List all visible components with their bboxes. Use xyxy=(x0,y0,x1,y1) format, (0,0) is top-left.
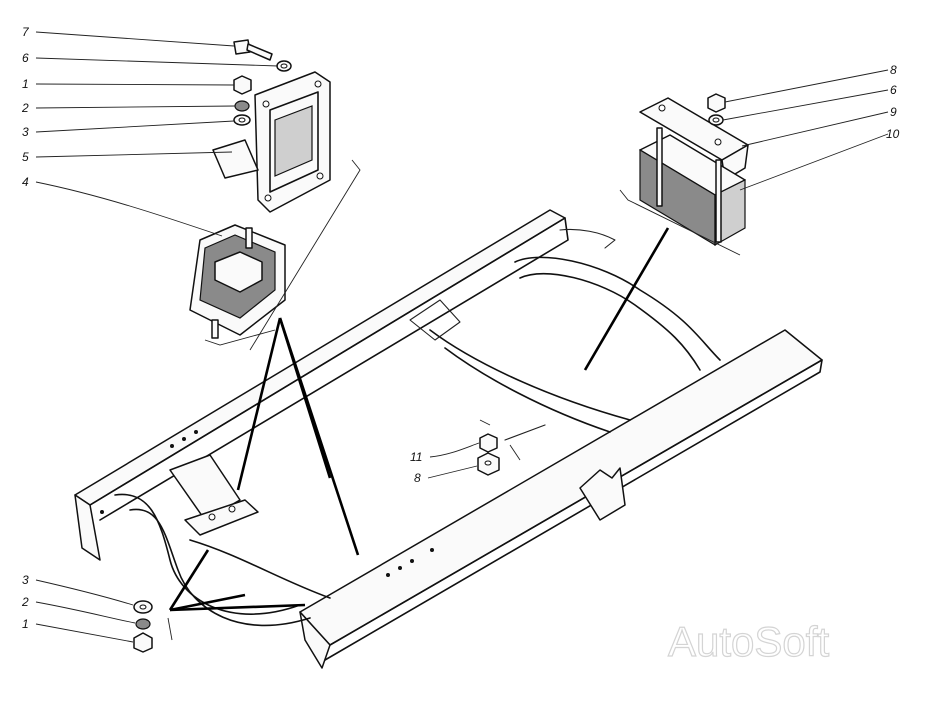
spring-washer-2 xyxy=(234,100,250,112)
right-rail-end xyxy=(299,611,331,669)
front-bracket xyxy=(169,454,241,521)
mount-bracket-foot xyxy=(212,139,259,179)
callout-bl-1: 1 xyxy=(22,617,29,631)
mid-crossmember-bottom xyxy=(444,347,611,433)
callout-labels-left: 7 6 1 2 3 5 4 xyxy=(21,25,30,189)
front-crossmember-top xyxy=(114,493,301,615)
center-fastener-assembly xyxy=(477,433,500,476)
callout-6: 6 xyxy=(22,51,29,65)
bl-spring-washer-2 xyxy=(135,618,151,630)
rubber-mount-stud-top xyxy=(245,227,253,249)
mid-crossmember-top xyxy=(429,329,631,421)
bl-nut-1 xyxy=(133,632,153,653)
leader-lines xyxy=(35,31,889,643)
mount-bracket-window xyxy=(269,91,319,193)
chassis-frame xyxy=(74,209,823,669)
callout-1: 1 xyxy=(22,77,29,91)
callout-2: 2 xyxy=(21,101,29,115)
front-crossmember-inner xyxy=(189,539,331,599)
callout-bl-2: 2 xyxy=(21,595,29,609)
callout-right-8: 8 xyxy=(890,63,897,77)
callout-right-10: 10 xyxy=(886,127,900,141)
nut-1 xyxy=(233,75,252,95)
callout-labels-center: 11 8 xyxy=(410,450,422,485)
right-rail-top xyxy=(299,329,823,646)
callout-4: 4 xyxy=(22,175,29,189)
cradle-bracket xyxy=(579,467,626,521)
callout-labels-right: 8 6 9 10 xyxy=(886,63,900,141)
rail-holes-left xyxy=(100,430,198,514)
rubber-mount-stud-bottom xyxy=(211,319,219,339)
callout-center-11: 11 xyxy=(410,450,422,464)
rear-mount-assembly xyxy=(639,93,749,247)
rear-nut-8 xyxy=(707,93,726,113)
watermark-logo: AutoSoft xyxy=(668,618,829,665)
rubber-block-side xyxy=(714,179,746,247)
mount-bracket-window-shade xyxy=(274,105,313,177)
callout-3: 3 xyxy=(22,125,29,139)
mid-crossmember-bracket xyxy=(409,299,461,341)
front-crossmember-bottom xyxy=(129,508,311,627)
center-nut-11 xyxy=(479,433,498,453)
callout-right-9: 9 xyxy=(890,105,897,119)
callout-right-6: 6 xyxy=(890,83,897,97)
bottom-left-fasteners xyxy=(133,600,153,653)
front-bracket-plate xyxy=(184,499,259,536)
rear-stud-1 xyxy=(656,127,663,207)
pointer-lines xyxy=(168,227,670,612)
right-rail-side xyxy=(324,359,823,661)
callout-bl-3: 3 xyxy=(22,573,29,587)
rear-bracket xyxy=(559,228,616,249)
left-rail-end xyxy=(74,494,101,561)
bolt-7-shank xyxy=(246,43,273,61)
callout-7: 7 xyxy=(22,25,30,39)
rubber-mount-top-plate xyxy=(214,251,263,293)
rear-crossmember-top xyxy=(514,256,721,361)
rail-holes-right xyxy=(386,548,434,577)
rear-stud-2 xyxy=(715,159,722,243)
callout-5: 5 xyxy=(22,150,29,164)
guide-lines xyxy=(167,159,741,641)
rear-crossmember-bottom xyxy=(519,272,701,371)
callout-labels-bottom-left: 3 2 1 xyxy=(21,573,29,631)
callout-center-8: 8 xyxy=(414,471,421,485)
left-engine-mount-assembly xyxy=(189,39,331,339)
